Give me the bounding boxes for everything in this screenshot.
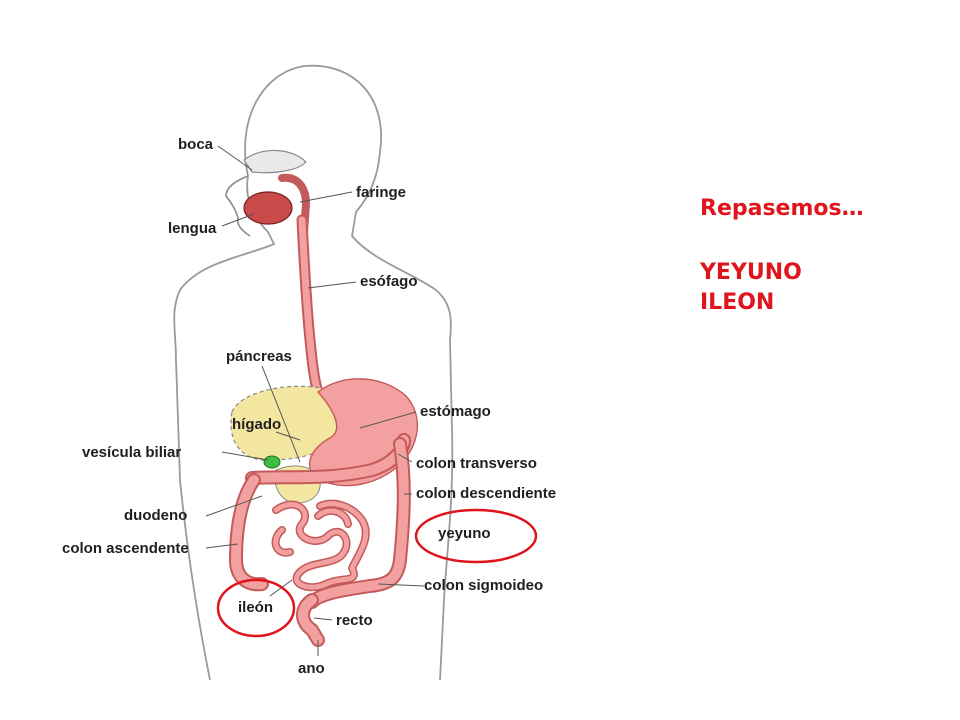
nasal-cavity [243,149,307,174]
label-estomago: estómago [420,403,491,420]
ileon-highlight [216,578,296,638]
leader-lines [205,145,425,656]
label-boca: boca [178,136,214,153]
yeyuno-highlight [414,508,538,564]
body-outline [173,64,454,681]
side-line-yeyuno: YEYUNO [700,260,802,285]
label-recto: recto [336,612,373,629]
label-ileon: ileón [238,599,274,616]
side-line-ileon: ILEON [700,290,775,315]
label-colon-transverso: colon transverso [416,455,537,472]
label-esofago: esófago [360,273,418,290]
label-colon-ascendente: colon ascendente [62,540,189,557]
label-yeyuno: yeyuno [438,525,491,542]
tongue-shape [243,191,293,225]
label-ano: ano [298,660,325,677]
label-faringe: faringe [356,184,407,201]
label-duodeno: duodeno [124,507,188,524]
gallbladder-shape [263,455,281,469]
descending-colon-fill [307,439,409,607]
rectum-fill [298,595,323,645]
small-intestine-fill [273,501,369,590]
label-higado: hígado [232,416,282,433]
esophagus-fill [298,216,322,396]
side-title: Repasemos… [700,196,864,221]
face-outline [225,175,251,237]
pharynx-shape [278,173,311,236]
ascending-colon-fill [230,475,267,590]
label-colon-sigmoideo: colon sigmoideo [424,577,544,594]
label-vesicula-biliar: vesícula biliar [82,444,182,461]
label-pancreas: páncreas [226,348,292,365]
label-colon-descendiente: colon descendiente [416,485,557,502]
label-lengua: lengua [168,220,217,237]
